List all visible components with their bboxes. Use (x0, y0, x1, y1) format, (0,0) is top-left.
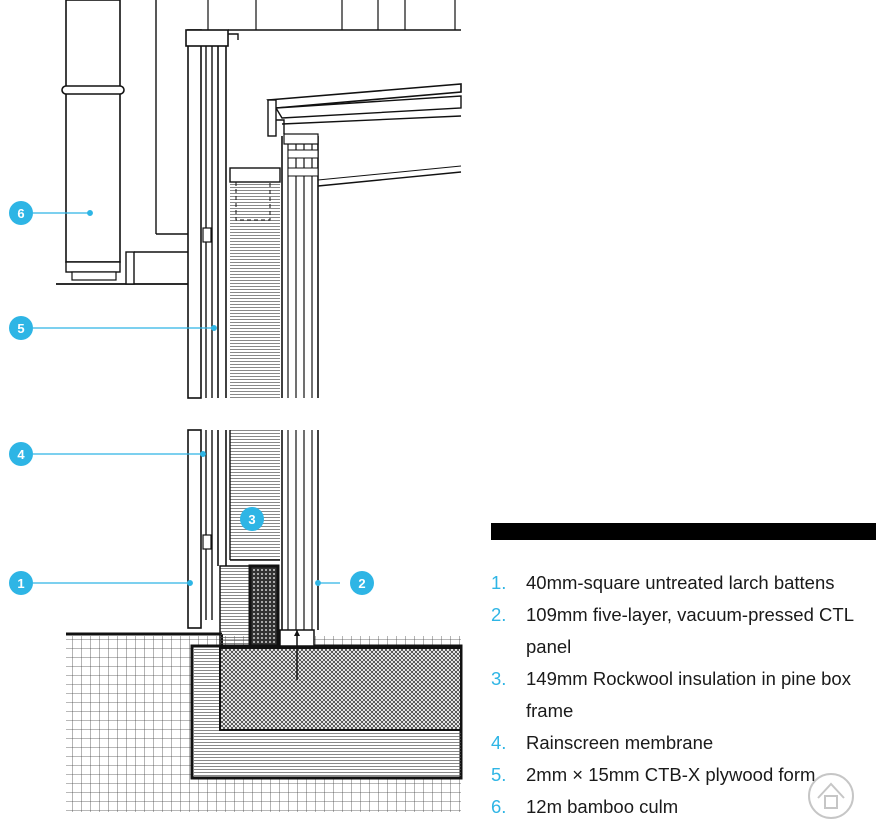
svg-text:4: 4 (17, 447, 25, 462)
legend-text: 109mm five-layer, vacuum-pressed CTL pan… (526, 604, 854, 657)
callout-marker-3: 3 (240, 507, 264, 531)
callout-marker-6: 6 (9, 201, 33, 225)
legend-item-4: 4. Rainscreen membrane (491, 727, 866, 759)
svg-text:5: 5 (17, 321, 24, 336)
legend-text: 2mm × 15mm CTB-X plywood form (526, 764, 816, 785)
legend-number: 5. (491, 764, 507, 785)
legend-number: 6. (491, 796, 507, 817)
legend-text: 12m bamboo culm (526, 796, 679, 817)
foundation-slab (190, 644, 463, 780)
legend-text: Rainscreen membrane (526, 732, 714, 753)
callout-marker-5: 5 (9, 316, 33, 340)
legend-item-1: 1. 40mm-square untreated larch battens (491, 567, 866, 599)
svg-text:2: 2 (358, 576, 365, 591)
svg-text:6: 6 (17, 206, 24, 221)
upper-wall (185, 29, 319, 399)
legend-item-3: 3. 149mm Rockwool insulation in pine box … (491, 663, 866, 727)
legend-item-5: 5. 2mm × 15mm CTB-X plywood form (491, 759, 866, 791)
legend-list: 1. 40mm-square untreated larch battens 2.… (491, 567, 866, 823)
callout-leaders (33, 210, 340, 586)
legend-text: 40mm-square untreated larch battens (526, 572, 835, 593)
watermark-logo-icon (808, 773, 854, 819)
legend-number: 3. (491, 668, 507, 689)
callout-marker-4: 4 (9, 442, 33, 466)
lower-wall (187, 429, 319, 630)
legend-item-2: 2. 109mm five-layer, vacuum-pressed CTL p… (491, 599, 866, 663)
legend-text: 149mm Rockwool insulation in pine box fr… (526, 668, 851, 721)
legend-number: 1. (491, 572, 507, 593)
legend-item-6: 6. 12m bamboo culm (491, 791, 866, 823)
legend-header-bar (491, 523, 876, 540)
sole-plate (219, 564, 315, 680)
bamboo-culm (56, 0, 188, 285)
legend-number: 4. (491, 732, 507, 753)
callout-marker-1: 1 (9, 571, 33, 595)
callout-marker-2: 2 (350, 571, 374, 595)
roof-canopy (266, 83, 462, 187)
legend-number: 2. (491, 604, 507, 625)
upper-structure (155, 0, 461, 235)
svg-text:3: 3 (248, 512, 255, 527)
svg-text:1: 1 (17, 576, 24, 591)
